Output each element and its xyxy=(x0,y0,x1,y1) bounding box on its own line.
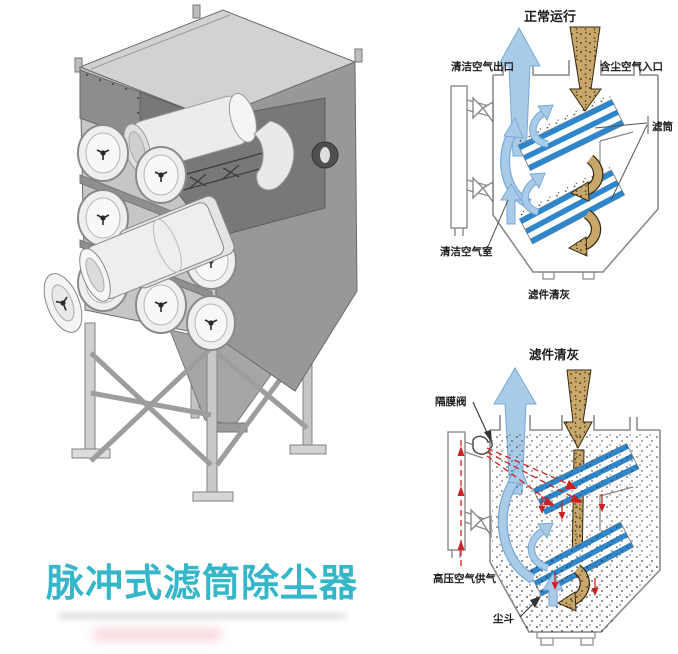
label-filter-cartridge: 滤筒 xyxy=(652,120,673,133)
diagram1-title: 正常运行 xyxy=(524,9,576,24)
cartridge-opening xyxy=(135,146,187,204)
diagram2-title: 滤件清灰 xyxy=(529,347,580,362)
diagram-filter-cleaning: 滤件清灰 xyxy=(433,347,661,646)
pulse-air-pipe xyxy=(447,431,493,558)
machine-caption: 脉冲式滤筒除尘器 xyxy=(46,563,359,605)
pulse-down-arrows xyxy=(538,494,606,596)
caption-underline-smear xyxy=(58,613,346,619)
label-high-pressure-air-supply: 高压空气供气 xyxy=(433,572,496,585)
label-diaphragm-valve: 隔膜阀 xyxy=(435,395,467,408)
label-dusty-air-inlet: 含尘空气入口 xyxy=(600,60,663,73)
chamber-outline xyxy=(492,60,659,280)
roof-tab xyxy=(192,4,201,19)
support-stand xyxy=(71,322,327,502)
label-dust-hopper: 尘斗 xyxy=(493,612,514,625)
label-clean-air-chamber: 清洁空气室 xyxy=(440,245,493,258)
label-clean-air-outlet: 清洁空气出口 xyxy=(451,60,514,73)
inlet-scroll xyxy=(253,120,295,191)
valve-icon xyxy=(472,176,484,200)
valve-icon xyxy=(472,96,484,120)
diagram1-caption: 滤件清灰 xyxy=(528,288,570,301)
valve-icon xyxy=(470,508,482,532)
extracted-filter-cartridge xyxy=(43,195,235,333)
machine-illustration xyxy=(43,4,363,502)
clean-air-flow-arrows xyxy=(497,460,564,607)
dusty-air-in-arrow xyxy=(569,26,602,112)
cartridge-opening xyxy=(77,124,129,182)
cartridge-opening xyxy=(77,189,129,247)
pink-smear-artifact xyxy=(92,628,222,641)
cartridge-opening xyxy=(135,276,187,334)
dust-flow-arrows xyxy=(567,154,604,257)
leader-lines xyxy=(472,401,541,618)
clean-air-pipe xyxy=(450,85,494,236)
valve-icon xyxy=(479,514,492,539)
cartridge-opening xyxy=(186,295,236,351)
roof-tab xyxy=(354,48,363,63)
diagram-normal-operation: 正常运行 xyxy=(440,9,673,301)
leader-lines xyxy=(483,116,649,252)
clean-air-flow-arrows xyxy=(500,104,554,225)
loose-end-cap xyxy=(43,273,83,333)
pulse-jet-arrows xyxy=(457,440,606,596)
roof-tab xyxy=(74,57,83,73)
